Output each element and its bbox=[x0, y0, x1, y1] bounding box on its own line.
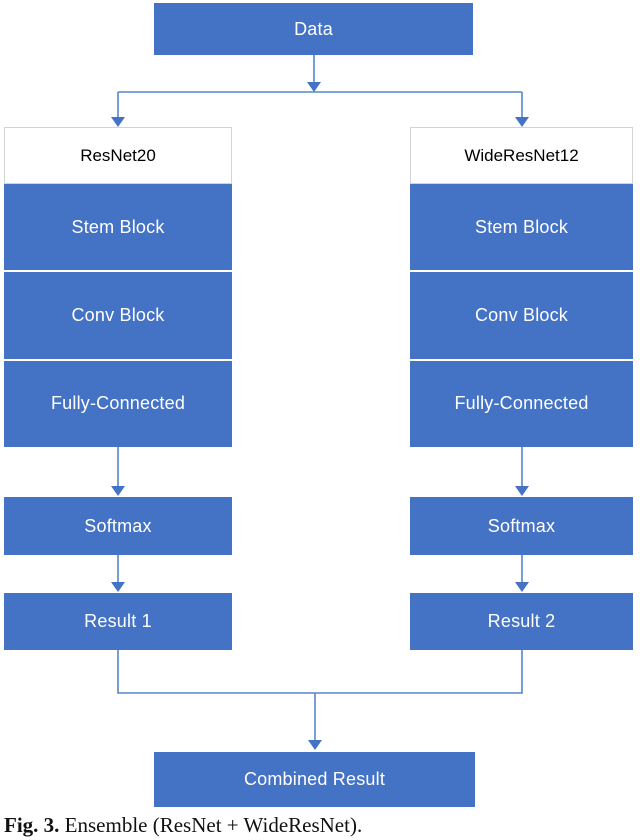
arrow-left-stack-to-softmax-head bbox=[111, 486, 125, 496]
figure-caption: Fig. 3. Ensemble (ResNet + WideResNet). bbox=[4, 813, 624, 838]
node-left-softmax-label: Softmax bbox=[84, 515, 152, 536]
right-stack-divider-2 bbox=[410, 358, 633, 361]
node-combined-result: Combined Result bbox=[154, 752, 475, 807]
node-right-fully-connected-label: Fully-Connected bbox=[454, 393, 589, 414]
node-left-fully-connected-label: Fully-Connected bbox=[50, 393, 186, 414]
node-right-header: WideResNet12 bbox=[410, 127, 633, 184]
node-left-stem-block: Stem Block bbox=[4, 184, 232, 270]
node-right-softmax: Softmax bbox=[410, 497, 633, 555]
right-stack-divider-1 bbox=[410, 270, 633, 273]
left-stack-divider-2 bbox=[4, 358, 232, 361]
node-data-label: Data bbox=[294, 18, 333, 39]
node-result-2: Result 2 bbox=[410, 593, 633, 650]
node-result-2-label: Result 2 bbox=[487, 611, 556, 631]
results-merge-elbow-line bbox=[117, 650, 523, 694]
left-stack-divider-1 bbox=[4, 270, 232, 273]
node-right-stem-block: Stem Block bbox=[410, 184, 633, 270]
node-right-conv-block-label: Conv Block bbox=[474, 304, 569, 325]
right-block-stack: Stem Block Conv Block Fully-Connected bbox=[410, 184, 633, 447]
node-right-conv-block: Conv Block bbox=[410, 272, 633, 358]
arrow-left-softmax-to-result-head bbox=[111, 582, 125, 592]
node-result-1-label: Result 1 bbox=[84, 611, 152, 631]
arrow-branch-to-right-head bbox=[515, 117, 529, 127]
node-right-header-label: WideResNet12 bbox=[464, 145, 579, 165]
arrow-right-stack-to-softmax-head bbox=[515, 486, 529, 496]
node-right-fully-connected: Fully-Connected bbox=[410, 361, 633, 447]
figure-caption-number: Fig. 3. bbox=[4, 813, 60, 837]
node-result-1: Result 1 bbox=[4, 593, 232, 650]
node-right-softmax-label: Softmax bbox=[487, 515, 556, 536]
node-left-header-label: ResNet20 bbox=[80, 145, 156, 165]
node-left-softmax: Softmax bbox=[4, 497, 232, 555]
arrow-merge-to-combined-head bbox=[308, 740, 322, 750]
node-left-fully-connected: Fully-Connected bbox=[4, 361, 232, 447]
node-left-conv-block: Conv Block bbox=[4, 272, 232, 358]
left-block-stack: Stem Block Conv Block Fully-Connected bbox=[4, 184, 232, 447]
arrow-branch-to-left-head bbox=[111, 117, 125, 127]
node-right-stem-block-label: Stem Block bbox=[474, 216, 569, 237]
node-left-stem-block-label: Stem Block bbox=[71, 216, 165, 237]
node-left-conv-block-label: Conv Block bbox=[71, 304, 165, 325]
node-combined-result-label: Combined Result bbox=[243, 769, 386, 789]
node-data: Data bbox=[154, 3, 473, 55]
node-left-header: ResNet20 bbox=[4, 127, 232, 184]
figure-caption-text: Ensemble (ResNet + WideResNet). bbox=[59, 813, 363, 837]
arrow-data-to-branch-head bbox=[307, 82, 321, 92]
arrow-right-softmax-to-result-head bbox=[515, 582, 529, 592]
